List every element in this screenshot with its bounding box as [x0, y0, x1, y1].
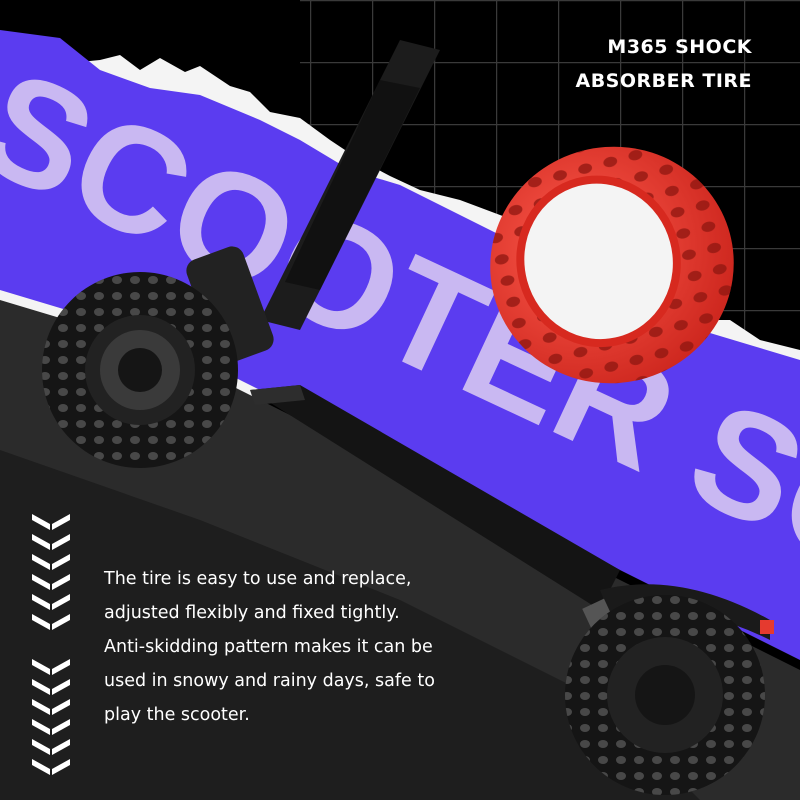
description-line: adjusted flexibly and fixed tightly.	[104, 603, 400, 623]
description-line: Anti-skidding pattern makes it can be	[104, 637, 433, 657]
product-description: The tire is easy to use and replace, adj…	[104, 562, 504, 732]
description-line: The tire is easy to use and replace,	[104, 569, 412, 589]
description-line: play the scooter.	[104, 705, 250, 725]
tread-pattern-icon	[32, 659, 70, 775]
product-title-line1: M365 SHOCK	[607, 36, 752, 58]
purple-band	[0, 30, 800, 660]
red-tire-product	[490, 146, 734, 384]
product-title-line2: ABSORBER TIRE	[575, 70, 752, 92]
tread-pattern-icon	[32, 514, 70, 630]
scooter	[42, 40, 774, 795]
description-line: used in snowy and rainy days, safe to	[104, 671, 435, 691]
